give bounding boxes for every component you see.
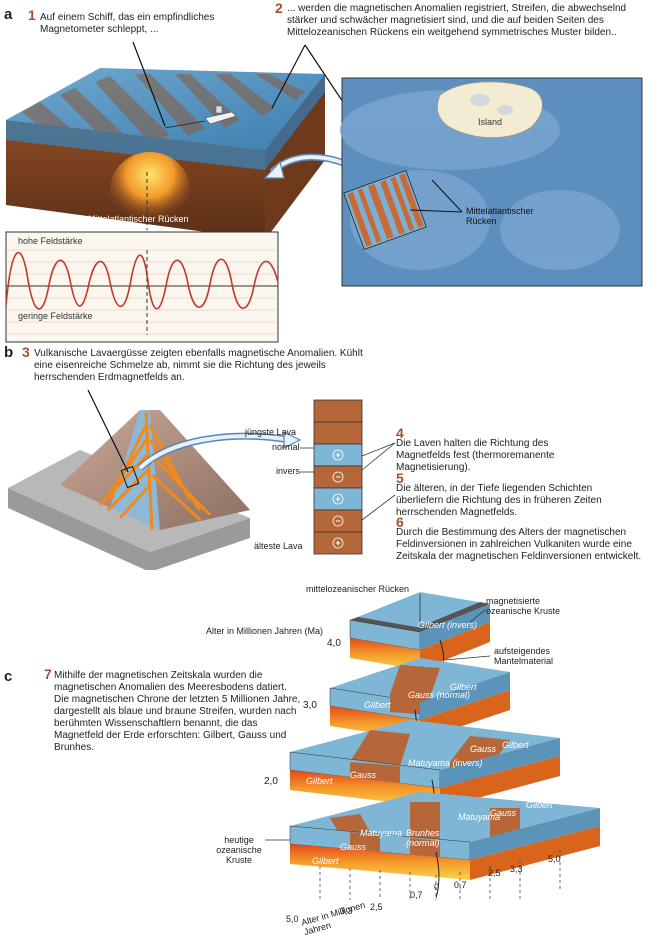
chron-gilbert-b2a: Gilbert bbox=[364, 700, 391, 710]
chron-gauss-b3a: Gauss bbox=[350, 770, 377, 780]
axis-tick-6: 0,7 bbox=[454, 880, 467, 890]
chron-gilbert-inv: Gilbert (invers) bbox=[418, 620, 478, 630]
axis-tick-8: 3,3 bbox=[510, 864, 523, 874]
svg-text:−: − bbox=[335, 516, 340, 526]
block-age-label-4: 4,0 bbox=[327, 638, 341, 649]
volcano-diagram: + − + − + bbox=[8, 389, 396, 570]
graph-low-label: geringe Feldstärke bbox=[18, 311, 93, 321]
magnetometer-cable bbox=[164, 120, 206, 129]
step-2-text: ... werden die magnetischen Anomalien re… bbox=[287, 3, 627, 38]
chron-gilbert-b3a: Gilbert bbox=[306, 776, 333, 786]
svg-text:+: + bbox=[335, 494, 340, 504]
chron-gilbert-b4a: Gilbert bbox=[312, 856, 339, 866]
chron-gilbert-b3b: Gilbert bbox=[502, 740, 529, 750]
chron-matuyama-b4a: Matuyama bbox=[360, 828, 403, 838]
oldest-lava-label: älteste Lava bbox=[254, 541, 303, 551]
step-7-number: 7 bbox=[44, 666, 52, 682]
chron-gauss-b4b: Gauss bbox=[490, 808, 517, 818]
label-mid-ocean-ridge: mittelozeanischer Rücken bbox=[306, 584, 410, 594]
normal-label: normal bbox=[272, 442, 300, 452]
axis-tick-5: 0 bbox=[434, 882, 440, 892]
axis-tick-1: 5,0 bbox=[286, 914, 299, 924]
ocean-block-diagram bbox=[5, 41, 643, 343]
step-5-text: Die älteren, in der Tiefe liegenden Schi… bbox=[396, 483, 602, 518]
seafloor-spreading-blocks bbox=[265, 592, 600, 900]
svg-text:+: + bbox=[335, 538, 340, 548]
svg-text:−: − bbox=[335, 472, 340, 482]
chron-brunhes-norm: Brunhes (normal) bbox=[406, 828, 440, 848]
block-age-label-3: 3,0 bbox=[303, 700, 317, 711]
block-today bbox=[289, 792, 600, 899]
graph-high-label: hohe Feldstärke bbox=[18, 236, 83, 246]
anomaly-stripes-patch bbox=[343, 170, 427, 250]
step-4-text: Die Laven halten die Richtung des Magnet… bbox=[396, 438, 555, 473]
step-6-number: 6 bbox=[396, 514, 404, 530]
magma-chamber bbox=[110, 152, 190, 228]
block-age-3 bbox=[329, 658, 510, 759]
label-rising-mantle: aufsteigendes Mantelmaterial bbox=[494, 646, 554, 666]
magnetic-profile-graph bbox=[5, 231, 279, 343]
svg-text:+: + bbox=[335, 450, 340, 460]
step-7-text: Mithilfe der magnetischen Zeitskala wurd… bbox=[54, 670, 301, 753]
label-magnetized-crust: magnetisierte ozeanische Kruste bbox=[486, 596, 561, 616]
step-4-number: 4 bbox=[396, 425, 404, 441]
section-b-letter: b bbox=[4, 344, 14, 361]
chron-matuyama-b4b: Matuyama bbox=[458, 812, 501, 822]
ridge-label-map: Mittelatlantischer Rücken bbox=[466, 206, 534, 226]
chron-gilbert-b2b: Gilbert bbox=[450, 682, 477, 692]
magnetic-profile-curve bbox=[5, 251, 279, 310]
axis-tick-9: 5,0 bbox=[548, 854, 561, 864]
block-age-label-2: 2,0 bbox=[264, 776, 278, 787]
step-3-text: Vulkanische Lavaergüsse zeigten ebenfall… bbox=[34, 348, 363, 383]
chron-gilbert-b4b: Gilbert bbox=[526, 800, 553, 810]
chron-gauss-b3b: Gauss bbox=[470, 744, 497, 754]
step-2-number: 2 bbox=[275, 0, 283, 16]
youngest-lava-label: jüngste Lava bbox=[245, 427, 297, 437]
inverse-label: invers bbox=[276, 466, 301, 476]
chron-matuyama-inv: Matuyama (invers) bbox=[408, 758, 483, 768]
step-1-number: 1 bbox=[28, 7, 36, 23]
step-1-text: Auf einem Schiff, das ein empfindliches … bbox=[40, 12, 215, 35]
island-label: Island bbox=[478, 117, 503, 127]
axis-tick-2: 3,3 bbox=[340, 906, 353, 916]
section-c-letter: c bbox=[4, 668, 13, 685]
step-3-number: 3 bbox=[22, 344, 30, 360]
lava-column bbox=[313, 399, 363, 555]
step-5-number: 5 bbox=[396, 470, 404, 486]
label-today-crust: heutige ozeanische Kruste bbox=[216, 835, 262, 865]
label-age-ma: Alter in Millionen Jahren (Ma) bbox=[206, 626, 324, 636]
axis-tick-3: 2,5 bbox=[370, 902, 383, 912]
axis-tick-4: 0,7 bbox=[410, 890, 423, 900]
iceland-island bbox=[437, 81, 543, 139]
step-6-text: Durch die Bestimmung des Alters der magn… bbox=[396, 527, 642, 562]
section-a-letter: a bbox=[4, 6, 13, 23]
chron-gauss-norm: Gauss (normal) bbox=[408, 690, 471, 700]
chron-gauss-b4a: Gauss bbox=[340, 842, 367, 852]
ship-icon bbox=[204, 105, 237, 125]
ridge-label-block: Mittelatlantischer Rücken bbox=[88, 214, 189, 224]
axis-tick-7: 2,5 bbox=[488, 868, 501, 878]
